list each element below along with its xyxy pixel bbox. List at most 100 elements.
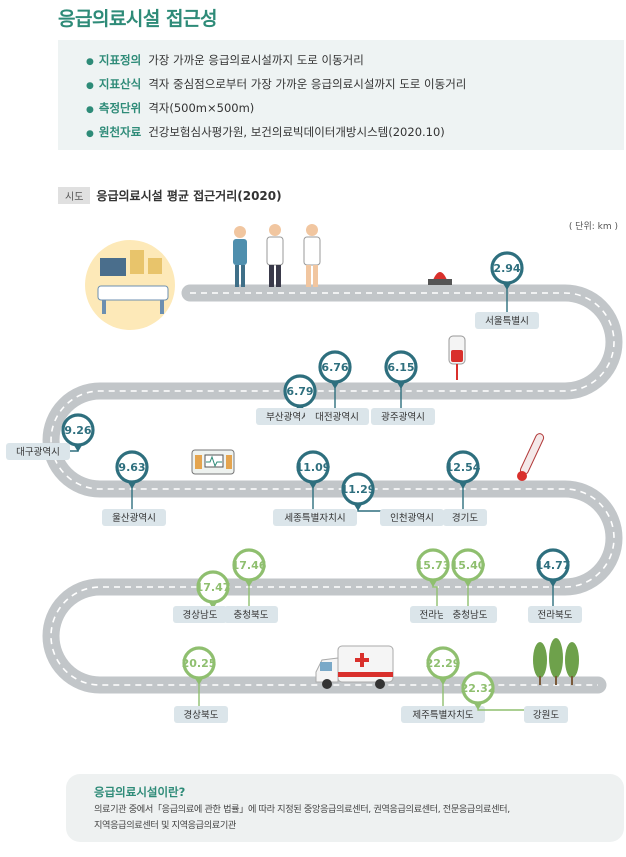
- region-label: 충청남도: [453, 610, 488, 621]
- region-marker: 6.79 부산광역시: [256, 374, 320, 425]
- region-label-box: [475, 312, 539, 329]
- medical-staff-icon: [233, 224, 321, 287]
- region-label-box: [305, 408, 369, 425]
- value-marker: [196, 570, 230, 604]
- value-marker: [461, 671, 495, 705]
- bullet-icon: ●: [86, 129, 94, 139]
- value-label: 6.15: [387, 361, 414, 374]
- value-marker: [182, 646, 216, 680]
- thermometer-icon: [517, 433, 545, 481]
- value-marker: [115, 450, 149, 484]
- value-label: 15.40: [451, 559, 486, 572]
- region-label: 전라남도: [420, 610, 455, 621]
- bullet-icon: ●: [86, 57, 94, 67]
- region-marker: 22.29 제주특별자치도: [401, 646, 485, 723]
- region-label-box: [256, 408, 320, 425]
- region-label: 대구광역시: [16, 446, 60, 458]
- region-label-box: [173, 606, 227, 623]
- region-label: 서울특별시: [485, 316, 529, 327]
- region-level-tag: 시도: [58, 187, 91, 204]
- value-label: 22.29: [426, 657, 461, 670]
- value-marker: [61, 413, 95, 447]
- ecg-monitor-icon: [191, 449, 235, 475]
- value-marker: [536, 548, 570, 582]
- value-label: 9.26: [64, 424, 91, 437]
- region-marker: 17.46 충청북도: [224, 548, 278, 623]
- region-label: 경상북도: [184, 709, 219, 721]
- value-marker: [446, 450, 480, 484]
- value-marker: [341, 472, 375, 506]
- region-label-box: [443, 606, 497, 623]
- value-label: 11.09: [296, 461, 331, 474]
- region-label: 강원도: [533, 710, 559, 721]
- region-label: 충청북도: [234, 610, 269, 621]
- chart-title: 응급의료시설 평균 접근거리(2020): [96, 189, 282, 203]
- value-label: 22.32: [461, 682, 496, 695]
- note-text: 의료기관 중에서「응급의료에 관한 법률」에 따라 지정된 중앙응급의료센터, …: [94, 804, 510, 831]
- definition-note: 응급의료시설이란? 의료기관 중에서「응급의료에 관한 법률」에 따라 지정된 …: [66, 774, 624, 842]
- value-label: 20.25: [182, 657, 217, 670]
- unit-label: ( 단위: km ): [568, 222, 618, 232]
- region-label: 인천광역시: [390, 512, 434, 524]
- region-label-box: [273, 509, 357, 526]
- value-label: 17.47: [196, 581, 231, 594]
- region-label-box: [224, 606, 278, 623]
- region-marker: 14.77 전라북도: [528, 548, 582, 623]
- value-marker: [426, 646, 460, 680]
- siren-icon: [428, 272, 452, 285]
- value-marker: [232, 548, 266, 582]
- bullet-icon: ●: [86, 105, 94, 115]
- region-label-box: [6, 443, 70, 460]
- chart-heading: 시도 응급의료시설 평균 접근거리(2020): [58, 187, 282, 204]
- value-marker: [296, 450, 330, 484]
- hospital-room-icon: [85, 240, 175, 330]
- region-marker: 12.54 경기도: [443, 450, 487, 526]
- region-label-box: [401, 706, 485, 723]
- region-marker: 15.40 충청남도: [443, 548, 497, 623]
- region-label: 광주광역시: [381, 411, 425, 423]
- region-label-box: [528, 606, 582, 623]
- region-marker: 2.94 서울특별시: [475, 251, 539, 329]
- value-marker: [416, 548, 450, 582]
- value-marker: [283, 374, 317, 408]
- region-label-box: [524, 706, 568, 723]
- value-label: 2.94: [493, 262, 520, 275]
- value-label: 9.63: [118, 461, 145, 474]
- note-title: 응급의료시설이란?: [94, 785, 186, 799]
- value-marker: [490, 251, 524, 285]
- region-marker: 9.26 대구광역시: [6, 413, 95, 460]
- value-label: 11.29: [341, 483, 376, 496]
- tree-icons: [533, 638, 579, 685]
- region-label: 경기도: [452, 512, 478, 524]
- value-marker: [384, 350, 418, 384]
- region-label: 부산광역시: [266, 411, 310, 423]
- region-marker: 6.15 광주광역시: [371, 350, 435, 425]
- region-label-box: [174, 706, 228, 723]
- value-label: 6.76: [321, 361, 348, 374]
- region-marker: 11.29 인천광역시: [341, 472, 444, 526]
- region-label-box: [380, 509, 444, 526]
- region-label: 전라북도: [538, 610, 573, 621]
- region-label: 제주특별자치도: [412, 709, 473, 721]
- region-marker: 22.32 강원도: [461, 671, 568, 723]
- value-label: 14.77: [536, 559, 571, 572]
- value-label: 12.54: [446, 461, 481, 474]
- value-label: 6.79: [286, 385, 313, 398]
- road-center-line: [50, 292, 615, 686]
- ambulance-icon: [315, 645, 394, 689]
- value-marker: [451, 548, 485, 582]
- value-label: 15.73: [416, 559, 451, 572]
- region-label-box: [102, 509, 166, 526]
- value-label: 17.46: [232, 559, 267, 572]
